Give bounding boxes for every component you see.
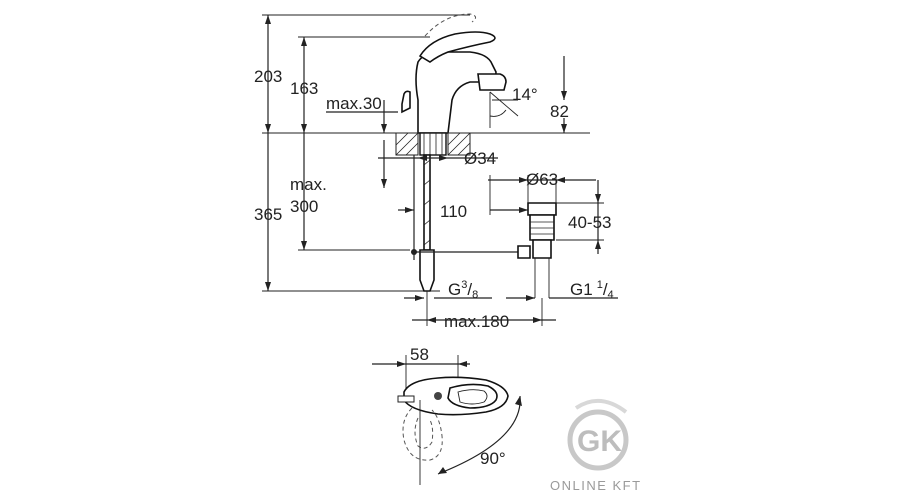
- dim-angle-14: 14°: [512, 85, 538, 104]
- dim-300: 300: [290, 197, 318, 216]
- dim-110: 110: [440, 202, 467, 221]
- dim-163: 163: [290, 79, 318, 98]
- dim-40-53: 40-53: [568, 213, 611, 232]
- watermark-letters: GK: [577, 425, 622, 458]
- dim-d63: Ø63: [526, 170, 558, 189]
- dim-d34: Ø34: [464, 149, 496, 168]
- faucet-side-view: [262, 13, 590, 298]
- dim-58: 58: [410, 345, 429, 364]
- dim-203: 203: [254, 67, 282, 86]
- faucet-top-view: [372, 355, 522, 485]
- dim-max180: max.180: [444, 312, 509, 331]
- dim-82: 82: [550, 102, 569, 121]
- dimension-lines: [265, 15, 618, 326]
- dim-max30: max.30: [326, 94, 382, 113]
- dim-365: 365: [254, 205, 282, 224]
- dimension-labels: 203 163 max.30 14° 82 Ø34 365 max. 300 1…: [254, 67, 614, 468]
- watermark-text: ONLINE KFT: [550, 478, 642, 493]
- dim-90: 90°: [480, 449, 506, 468]
- dim-g38: G3/8: [448, 279, 478, 301]
- dim-max-label: max.: [290, 175, 327, 194]
- watermark-logo: GK ONLINE KFT: [550, 399, 642, 493]
